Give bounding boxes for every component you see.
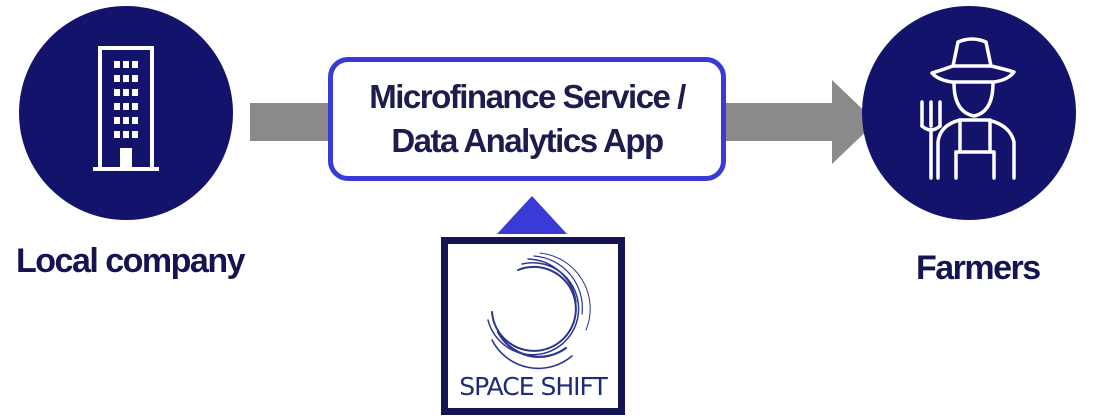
local-company-label: Local company (16, 242, 246, 280)
provider-arrow-up (497, 196, 567, 234)
farmer-icon (920, 37, 1016, 180)
space-shift-logo-text: SPACE SHIFT (459, 372, 607, 401)
arrow-right-shaft (726, 103, 836, 141)
farmers-label: Farmers (916, 249, 1041, 287)
arrow-left-connector (250, 103, 334, 141)
space-shift-logo-box: SPACE SHIFT (441, 237, 625, 415)
service-title-line-2: Data Analytics App (391, 122, 664, 159)
building-icon (93, 46, 159, 171)
farmers-node (862, 6, 1076, 220)
microfinance-service-box: Microfinance Service / Data Analytics Ap… (328, 57, 726, 181)
service-title-line-1: Microfinance Service / (369, 78, 686, 115)
local-company-node (19, 6, 233, 220)
space-shift-logo-icon (487, 252, 591, 370)
